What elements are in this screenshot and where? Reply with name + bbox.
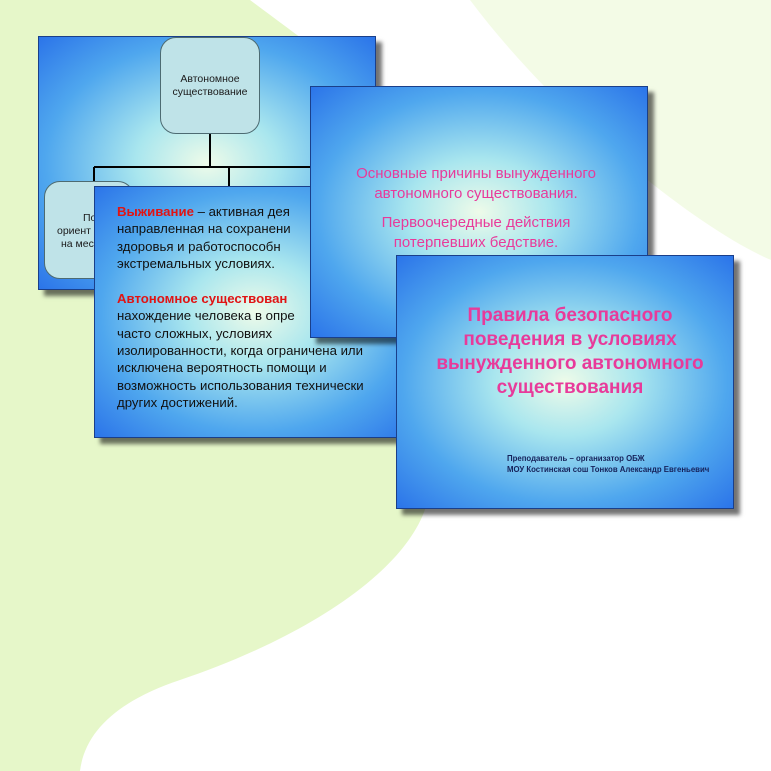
def-line: – активная дея [193,204,290,219]
org-node-root-line: существование [172,85,248,98]
def-line: возможность использования технически [117,377,364,393]
title-line: существования [496,377,644,398]
title-line: вынужденного автономного [436,353,704,374]
author-line: МОУ Костинская сош Тонков Александр Евге… [507,464,710,474]
def-line: исключена вероятность помощи и [117,360,327,376]
title-line: Правила безопасного [467,305,673,326]
slide-heading-reasons: Основные причины вынужденного автономног… [311,164,641,204]
def-line: изолированности, когда ограничена или [117,343,363,359]
author-line: Преподаватель – организатор ОБЖ [507,454,645,463]
heading-line: Основные причины вынужденного [356,165,596,182]
author-info: Преподаватель – организатор ОБЖ МОУ Кост… [507,454,733,475]
def-line: экстремальных условиях. [117,255,275,271]
slide-heading-first-actions: Первоочередные действия потерпевших бедс… [311,213,641,253]
slide-thumbnail-title[interactable]: Правила безопасного поведения в условиях… [396,255,734,509]
def-line: направленная на сохранени [117,221,291,237]
title-line: поведения в условиях [463,329,677,350]
heading-line: Первоочередные действия [381,214,571,231]
term-survival: Выживание [117,204,194,219]
heading-line: автономного существования. [374,185,578,202]
org-node-root: Автономное существование [160,37,260,134]
org-node-left-line: на мес [61,238,94,250]
def-line: здоровья и работоспособн [117,238,281,254]
term-autonomous: Автономное существован [117,291,288,307]
def-line: других достижений. [117,394,238,410]
def-line: часто сложных, условиях [117,325,273,341]
org-node-root-line: Автономное [180,72,240,85]
def-line: нахождение человека в опре [117,308,295,324]
org-node-left-line: ориент [57,225,91,237]
heading-line: потерпевших бедствие. [393,234,559,251]
presentation-title: Правила безопасного поведения в условиях… [403,304,733,400]
definitions-text: Выживание – активная дея направленная на… [117,203,415,411]
